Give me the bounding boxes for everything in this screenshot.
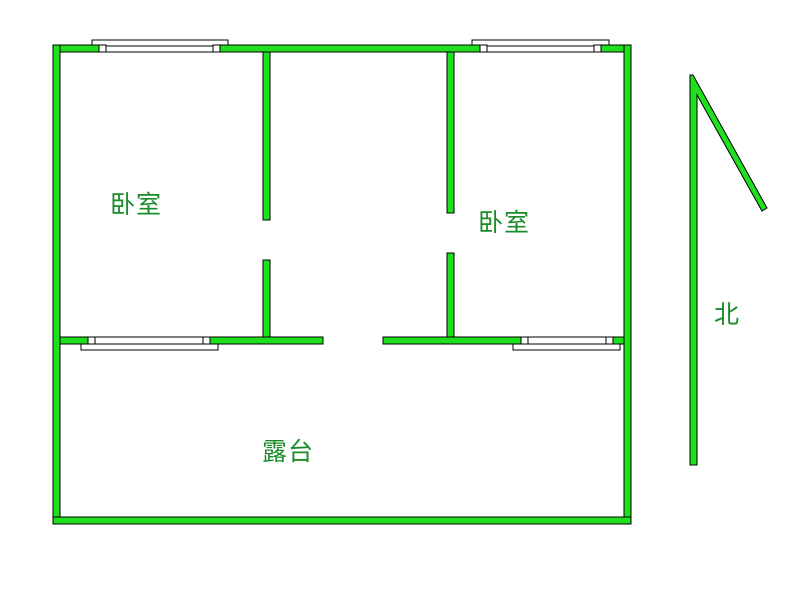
wall-top-b (219, 44, 481, 53)
wall-inner-right-lower (446, 252, 455, 341)
walls (52, 44, 632, 525)
window-top-right (471, 39, 610, 53)
window-middle-right (512, 336, 621, 351)
wall-mid-d (612, 336, 625, 345)
wall-inner-right-upper (446, 51, 455, 214)
wall-left (52, 44, 61, 525)
compass-north-label: 北 (714, 300, 741, 329)
wall-bottom (52, 516, 632, 525)
wall-inner-left-upper (262, 51, 271, 221)
window-top-left (91, 39, 229, 53)
room-label-bedroom-left: 卧室 (110, 190, 163, 219)
wall-inner-left-lower (262, 259, 271, 341)
wall-mid-c (382, 336, 522, 345)
room-label-terrace: 露台 (262, 437, 315, 466)
wall-right (623, 44, 632, 525)
wall-mid-b (209, 336, 324, 345)
room-label-bedroom-right: 卧室 (478, 208, 531, 237)
north-arrow-icon (689, 74, 768, 466)
window-middle-left (80, 336, 219, 351)
wall-mid-a (59, 336, 89, 345)
